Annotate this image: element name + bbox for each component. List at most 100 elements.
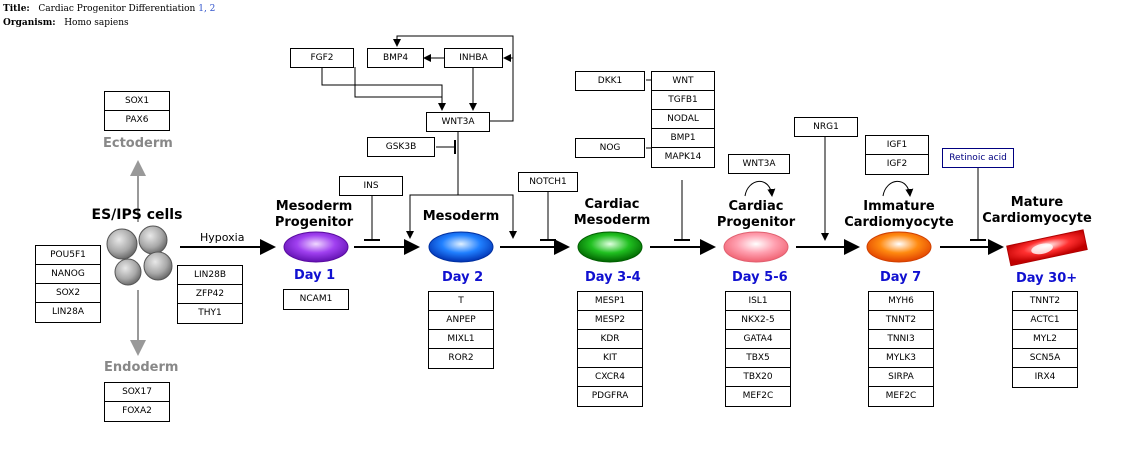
gene-mef2c-2[interactable]: MEF2C bbox=[885, 391, 917, 401]
cardiac-mesoderm-cell-icon bbox=[577, 231, 643, 263]
gene-tbx20[interactable]: TBX20 bbox=[726, 368, 790, 387]
gene-pdgfra[interactable]: PDGFRA bbox=[591, 391, 629, 401]
es-ips-left-markers: POU5F1 NANOG SOX2 LIN28A bbox=[35, 245, 101, 323]
mesoderm-progenitor-cell-icon bbox=[283, 231, 349, 263]
gene-ror2[interactable]: ROR2 bbox=[448, 353, 474, 363]
markers-mature-cardiomyocyte: TNNT2 ACTC1 MYL2 SCN5A IRX4 bbox=[1012, 291, 1078, 388]
gene-gsk3b[interactable]: GSK3B bbox=[367, 137, 435, 157]
gene-nkx2-5[interactable]: NKX2-5 bbox=[726, 311, 790, 330]
day-label-1: Day 1 bbox=[294, 268, 336, 283]
organism-value: Homo sapiens bbox=[64, 18, 129, 28]
stage-label-cardiac-progenitor: Cardiac Progenitor bbox=[716, 199, 796, 230]
gene-thy1[interactable]: THY1 bbox=[198, 308, 222, 318]
gene-pax6[interactable]: PAX6 bbox=[125, 115, 149, 125]
gene-mef2c[interactable]: MEF2C bbox=[742, 391, 774, 401]
es-ips-label: ES/IPS cells bbox=[91, 207, 183, 223]
gene-foxa2[interactable]: FOXA2 bbox=[122, 406, 152, 416]
mature-cardiomyocyte-cell-icon bbox=[1006, 229, 1088, 267]
ectoderm-label: Ectoderm bbox=[103, 136, 173, 151]
gene-tgfb1[interactable]: TGFB1 bbox=[652, 91, 714, 110]
es-ips-right-markers: LIN28B ZFP42 THY1 bbox=[177, 265, 243, 324]
cardiac-mesoderm-regulators: WNT TGFB1 NODAL BMP1 MAPK14 bbox=[651, 71, 715, 168]
gene-mesp1[interactable]: MESP1 bbox=[578, 292, 642, 311]
gene-actc1[interactable]: ACTC1 bbox=[1013, 311, 1077, 330]
gene-isl1[interactable]: ISL1 bbox=[726, 292, 790, 311]
stage-label-mature-cardiomyocyte: Mature Cardiomyocyte bbox=[982, 195, 1092, 226]
organism-line: Organism: Homo sapiens bbox=[3, 18, 129, 28]
hypoxia-label: Hypoxia bbox=[200, 231, 245, 244]
gene-wnt3a-progenitor[interactable]: WNT3A bbox=[728, 154, 790, 174]
gene-nog[interactable]: NOG bbox=[575, 138, 645, 158]
gene-lin28a[interactable]: LIN28A bbox=[51, 307, 84, 317]
gene-mixl1[interactable]: MIXL1 bbox=[429, 330, 493, 349]
notch1-inhibition-edge bbox=[540, 192, 556, 241]
gene-notch1[interactable]: NOTCH1 bbox=[518, 172, 578, 192]
gene-pou5f1[interactable]: POU5F1 bbox=[36, 246, 100, 265]
mesoderm-cell-icon bbox=[428, 231, 494, 263]
gene-kdr[interactable]: KDR bbox=[578, 330, 642, 349]
gene-wnt[interactable]: WNT bbox=[652, 72, 714, 91]
mesoderm-regulator-edges bbox=[321, 35, 517, 239]
retinoic-acid-node[interactable]: Retinoic acid bbox=[942, 148, 1014, 168]
title-line: Title: Cardiac Progenitor Differentiatio… bbox=[3, 4, 215, 14]
gene-mylk3[interactable]: MYLK3 bbox=[869, 349, 933, 368]
stem-cell-cluster-icon bbox=[106, 225, 173, 286]
title-value: Cardiac Progenitor Differentiation bbox=[38, 4, 196, 14]
stage-label-immature-cardiomyocyte: Immature Cardiomyocyte bbox=[844, 199, 954, 230]
gene-mapk14[interactable]: MAPK14 bbox=[664, 152, 702, 162]
organism-label: Organism: bbox=[3, 18, 56, 28]
gene-myh6[interactable]: MYH6 bbox=[869, 292, 933, 311]
gene-anpep[interactable]: ANPEP bbox=[429, 311, 493, 330]
day-label-3: Day 3-4 bbox=[585, 270, 641, 285]
reference-links[interactable]: 1, 2 bbox=[198, 4, 216, 14]
gene-inhba[interactable]: INHBA bbox=[444, 48, 503, 68]
gene-scn5a[interactable]: SCN5A bbox=[1013, 349, 1077, 368]
gene-fgf2[interactable]: FGF2 bbox=[290, 48, 354, 68]
gene-sox2[interactable]: SOX2 bbox=[36, 284, 100, 303]
ins-inhibition-edge bbox=[364, 196, 380, 241]
endoderm-markers: SOX17 FOXA2 bbox=[104, 382, 170, 422]
stage-label-cardiac-mesoderm: Cardiac Mesoderm bbox=[573, 197, 651, 228]
gene-tnnt2-2[interactable]: TNNT2 bbox=[1013, 292, 1077, 311]
gene-irx4[interactable]: IRX4 bbox=[1034, 372, 1056, 382]
markers-mesoderm-progenitor: NCAM1 bbox=[283, 289, 349, 310]
gene-mesp2[interactable]: MESP2 bbox=[578, 311, 642, 330]
gene-igf1[interactable]: IGF1 bbox=[866, 136, 928, 155]
gene-nrg1[interactable]: NRG1 bbox=[794, 117, 858, 137]
gene-tbx5[interactable]: TBX5 bbox=[726, 349, 790, 368]
gene-bmp1[interactable]: BMP1 bbox=[652, 129, 714, 148]
gene-tnni3[interactable]: TNNI3 bbox=[869, 330, 933, 349]
gene-gata4[interactable]: GATA4 bbox=[726, 330, 790, 349]
immature-cardiomyocyte-cell-icon bbox=[866, 231, 932, 263]
gene-bmp4[interactable]: BMP4 bbox=[367, 48, 424, 68]
gene-lin28b[interactable]: LIN28B bbox=[178, 266, 242, 285]
day-label-2: Day 2 bbox=[442, 270, 484, 285]
gene-myl2[interactable]: MYL2 bbox=[1013, 330, 1077, 349]
markers-cardiac-mesoderm: MESP1 MESP2 KDR KIT CXCR4 PDGFRA bbox=[577, 291, 643, 407]
markers-immature-cardiomyocyte: MYH6 TNNT2 TNNI3 MYLK3 SIRPA MEF2C bbox=[868, 291, 934, 407]
gene-cxcr4[interactable]: CXCR4 bbox=[578, 368, 642, 387]
retinoic-acid-inhibition-edge bbox=[970, 168, 986, 241]
gene-dkk1[interactable]: DKK1 bbox=[575, 71, 645, 91]
wnt3a-feedback-arrow bbox=[744, 180, 776, 197]
gene-sox1[interactable]: SOX1 bbox=[105, 92, 169, 111]
gene-nanog[interactable]: NANOG bbox=[36, 265, 100, 284]
gene-sirpa[interactable]: SIRPA bbox=[869, 368, 933, 387]
gene-wnt3a[interactable]: WNT3A bbox=[426, 112, 490, 132]
gene-kit[interactable]: KIT bbox=[578, 349, 642, 368]
day-label-6: Day 30+ bbox=[1016, 271, 1078, 286]
gene-tnnt2[interactable]: TNNT2 bbox=[869, 311, 933, 330]
gene-igf2[interactable]: IGF2 bbox=[886, 159, 908, 169]
gene-nodal[interactable]: NODAL bbox=[652, 110, 714, 129]
gene-ins[interactable]: INS bbox=[339, 176, 403, 196]
gene-zfp42[interactable]: ZFP42 bbox=[178, 285, 242, 304]
immature-cardiomyocyte-regulators: IGF1 IGF2 bbox=[865, 135, 929, 175]
gene-ncam1[interactable]: NCAM1 bbox=[299, 294, 333, 304]
gene-t[interactable]: T bbox=[429, 292, 493, 311]
stage-label-mesoderm: Mesoderm bbox=[422, 209, 500, 224]
igf-feedback-arrow bbox=[882, 180, 914, 197]
gene-sox17[interactable]: SOX17 bbox=[105, 383, 169, 402]
title-label: Title: bbox=[3, 4, 30, 14]
